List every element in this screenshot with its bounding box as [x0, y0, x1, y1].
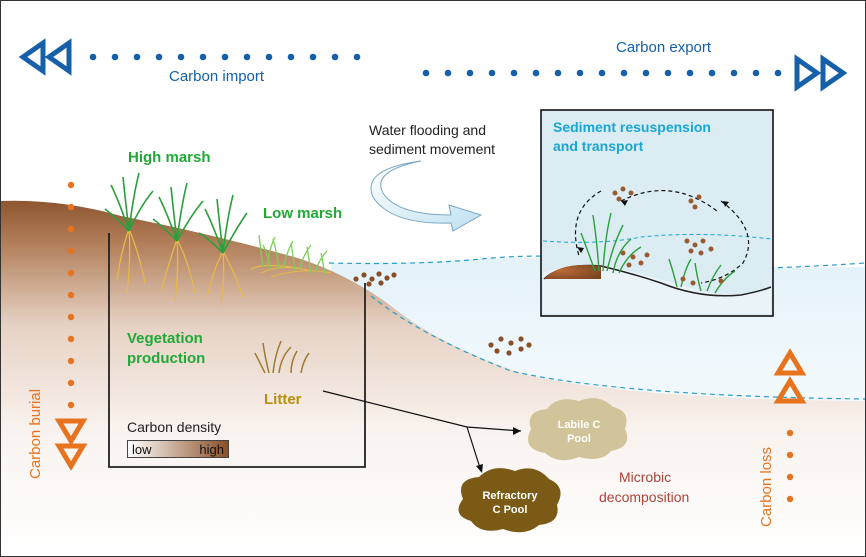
vegetation-label: Vegetation — [127, 330, 203, 347]
low-marsh-plants — [250, 234, 332, 278]
carbon-burial-label: Carbon burial — [27, 388, 44, 479]
labile-pool-cloud — [528, 398, 628, 461]
high-marsh-label: High marsh — [128, 149, 211, 166]
microbic-label: Microbic — [619, 469, 672, 485]
carbon-export-arrow — [422, 69, 782, 77]
litter-plants — [254, 340, 310, 374]
low-marsh-label: Low marsh — [263, 205, 343, 222]
sediment-resuspension-label: Sediment resuspension — [553, 119, 711, 135]
sediment-particles — [353, 271, 532, 356]
flow-lines — [322, 390, 522, 472]
production-label: production — [127, 350, 206, 367]
refractory-pool-cloud — [458, 468, 561, 533]
carbon-export-label: Carbon export — [616, 39, 712, 56]
and-transport-label: and transport — [553, 138, 644, 154]
water-flooding-label: Water flooding and — [369, 122, 486, 138]
sediment-movement-label: sediment movement — [369, 141, 496, 157]
refractory-line-1: Refractory — [482, 490, 538, 502]
water-lower-line — [370, 295, 865, 400]
double-chevron-up-icon — [773, 348, 807, 404]
decomposition-label: decomposition — [599, 489, 690, 505]
carbon-density-legend: low high — [127, 440, 229, 458]
refractory-line-2: C Pool — [492, 503, 528, 516]
litter-label: Litter — [264, 391, 302, 408]
legend-high-label: high — [199, 442, 224, 457]
high-marsh-plants — [104, 172, 248, 306]
labile-line-2: Pool — [567, 432, 591, 445]
carbon-density-label: Carbon density — [127, 419, 222, 435]
carbon-import-label: Carbon import — [169, 68, 265, 85]
carbon-burial-arrow — [67, 181, 75, 409]
carbon-loss-label: Carbon loss — [758, 446, 775, 527]
carbon-loss-arrow — [786, 429, 794, 503]
labile-pool-label: Labile C Pool — [537, 419, 621, 447]
inset-box — [540, 109, 774, 317]
double-chevron-down-icon — [54, 418, 88, 471]
vegetation-box — [108, 233, 366, 468]
labile-line-1: Labile C — [557, 419, 601, 431]
legend-low-label: low — [132, 442, 152, 457]
refractory-pool-label: Refractory C Pool — [467, 490, 553, 518]
double-chevron-left-icon — [18, 38, 72, 76]
double-chevron-right-icon — [794, 54, 848, 92]
carbon-import-arrow — [89, 53, 361, 61]
curved-arrow-icon — [370, 160, 483, 232]
